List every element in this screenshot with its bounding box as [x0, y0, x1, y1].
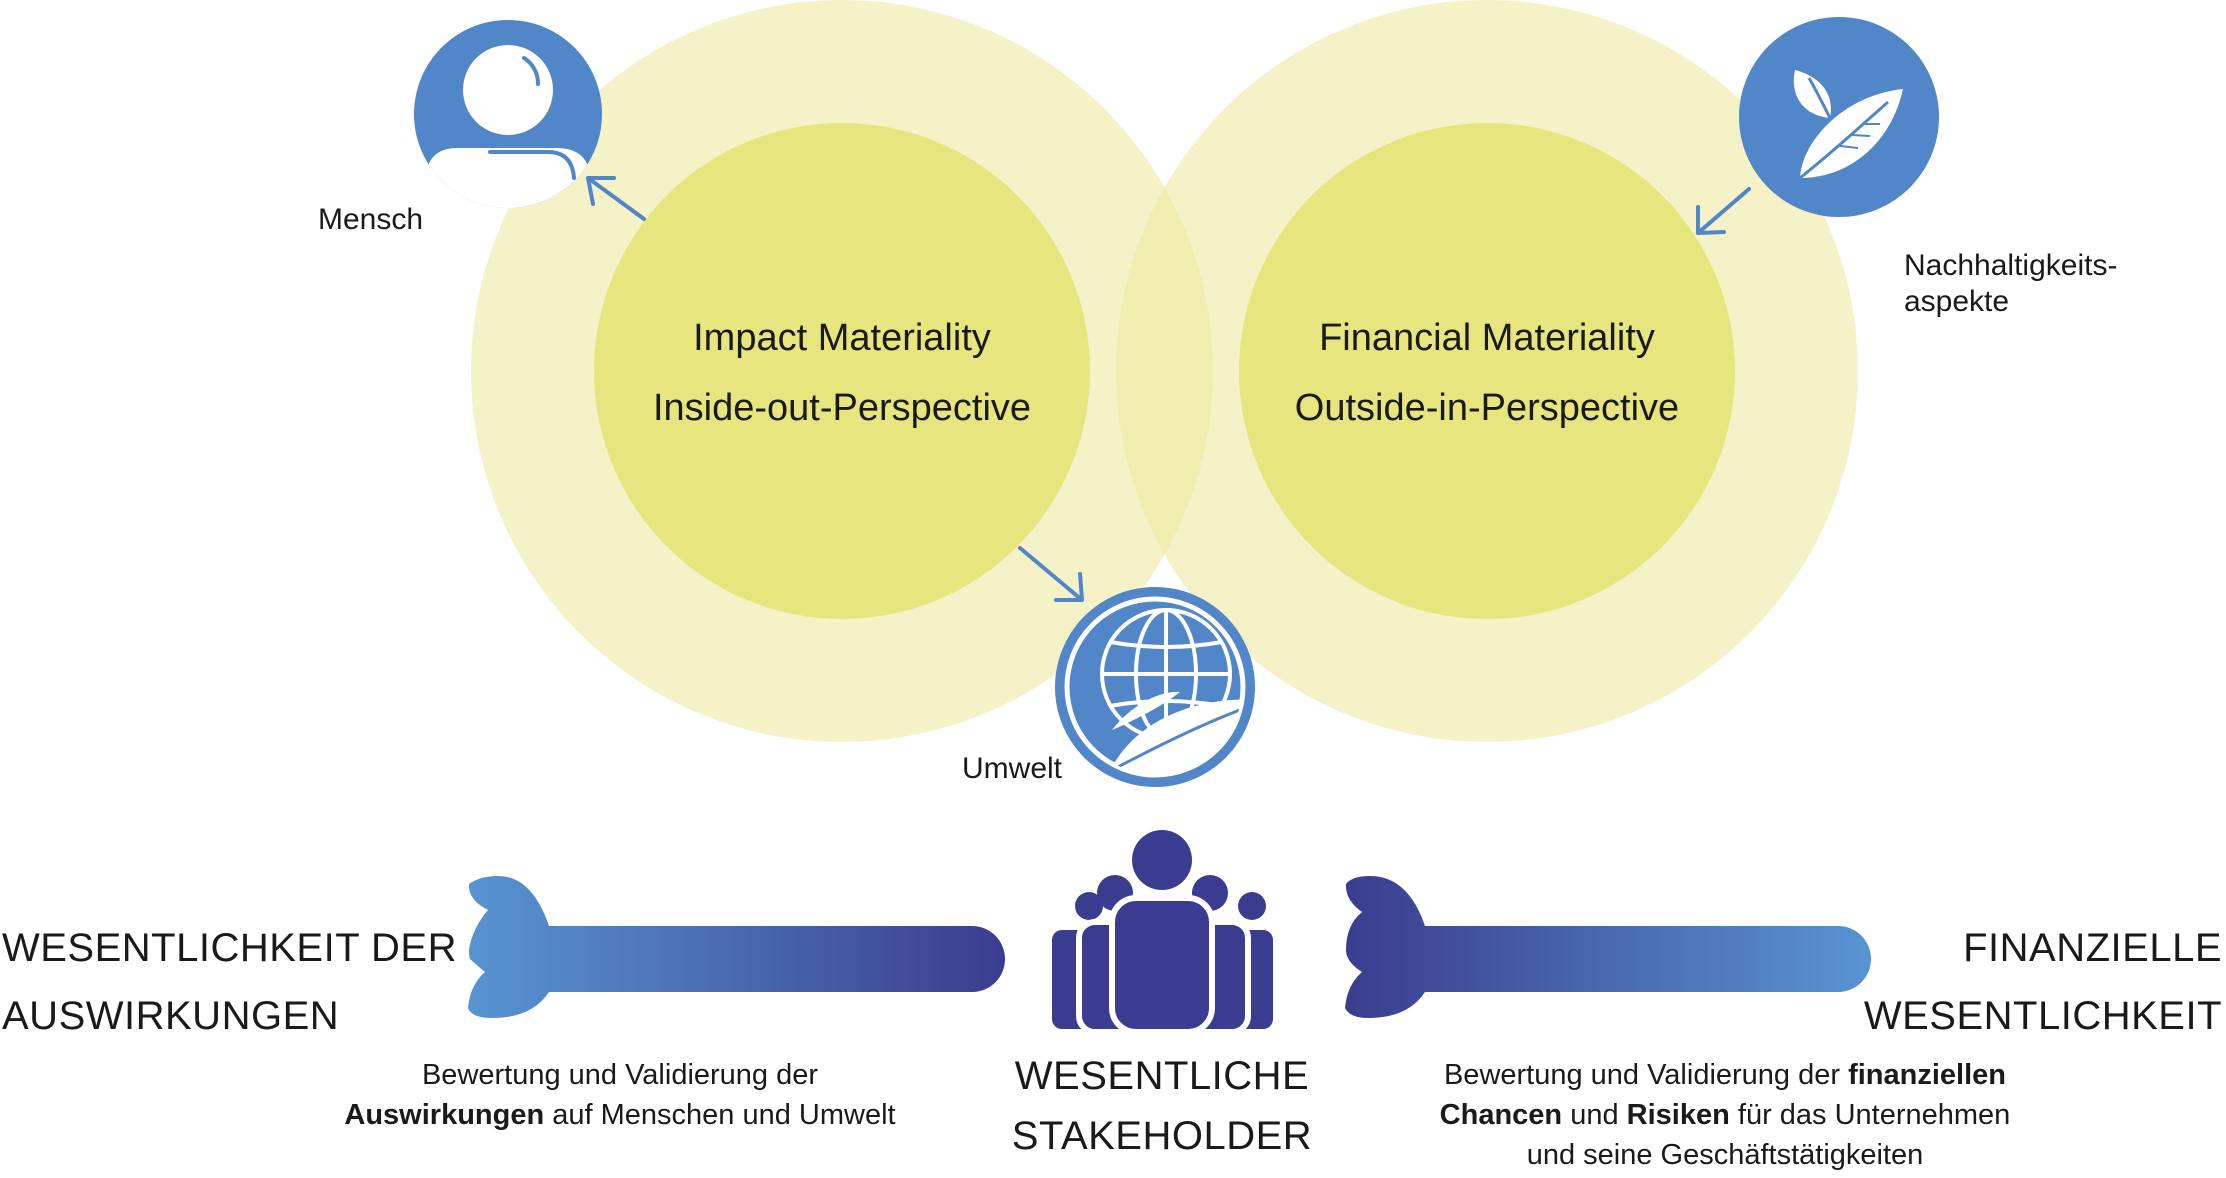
impact-inner-circle: [594, 123, 1090, 619]
right-heading-line2: WESENTLICHKEIT: [1863, 994, 2222, 1038]
right-desc-bold-chancen: Chancen: [1439, 1099, 1563, 1131]
right-desc-line1-plain: Bewertung und Validierung der: [1443, 1059, 1849, 1091]
left-big-arrow: [468, 876, 1005, 1018]
nachhaltigkeit-line1: Nachhaltigkeits-: [1904, 249, 2118, 282]
arrow-to-person: [586, 176, 646, 221]
impact-materiality-title: Impact Materiality Inside-out-Perspectiv…: [592, 312, 1092, 434]
umwelt-label: Umwelt: [962, 752, 1063, 785]
left-description: Bewertung und Validierung der Auswirkung…: [270, 1055, 970, 1135]
left-heading-line1: WESENTLICHKEIT DER: [2, 926, 457, 970]
right-heading-line1: FINANZIELLE: [1963, 926, 2222, 970]
right-desc-line2-mid: und: [1562, 1099, 1627, 1131]
financial-materiality-title: Financial Materiality Outside-in-Perspec…: [1237, 312, 1737, 434]
financial-title-line1: Financial Materiality: [1319, 317, 1655, 359]
center-heading-line1: WESENTLICHE: [1014, 1054, 1310, 1098]
globe-leaf-icon: [1055, 587, 1255, 787]
arrow-from-leaf: [1696, 187, 1751, 235]
right-desc-line2-rest: für das Unternehmen: [1729, 1099, 2011, 1131]
center-heading-line2: STAKEHOLDER: [1011, 1114, 1313, 1158]
right-desc-bold-risiken: Risiken: [1626, 1099, 1730, 1131]
right-description: Bewertung und Validierung der finanziell…: [1345, 1055, 2105, 1175]
financial-inner-circle: [1239, 123, 1735, 619]
financial-title-line2: Outside-in-Perspective: [1294, 387, 1680, 429]
left-desc-line2-rest: auf Menschen und Umwelt: [544, 1099, 896, 1131]
person-icon: [414, 20, 602, 208]
mensch-label: Mensch: [318, 203, 424, 236]
impact-title-line1: Impact Materiality: [693, 317, 991, 359]
nachhaltigkeitsaspekte-label: Nachhaltigkeits- aspekte: [1904, 248, 2117, 320]
arrow-to-globe: [1018, 546, 1084, 602]
center-heading: WESENTLICHE STAKEHOLDER: [962, 1048, 1362, 1164]
left-heading-line2: AUSWIRKUNGEN: [2, 994, 340, 1038]
impact-title-line2: Inside-out-Perspective: [652, 387, 1032, 429]
right-desc-bold-finanziellen: finanziellen: [1848, 1059, 2007, 1091]
left-desc-line1: Bewertung und Validierung der: [421, 1059, 819, 1091]
stakeholder-group-icon: [1046, 830, 1279, 1035]
right-desc-line2: Chancen und Risiken für das Unternehmen: [1345, 1095, 2105, 1135]
nachhaltigkeit-line2: aspekte: [1904, 285, 2010, 318]
leaf-icon: [1739, 17, 1939, 217]
left-heading: WESENTLICHKEIT DER AUSWIRKUNGEN: [2, 920, 457, 1044]
right-desc-line3: und seine Geschäftstätigkeiten: [1526, 1139, 1924, 1171]
right-desc-line1: Bewertung und Validierung der finanziell…: [1345, 1055, 2105, 1095]
left-desc-bold-auswirkungen: Auswirkungen: [344, 1099, 545, 1131]
left-desc-line2: Auswirkungen auf Menschen und Umwelt: [270, 1095, 970, 1135]
right-big-arrow: [1345, 876, 1871, 1018]
right-heading: FINANZIELLE WESENTLICHKEIT: [1864, 920, 2222, 1044]
